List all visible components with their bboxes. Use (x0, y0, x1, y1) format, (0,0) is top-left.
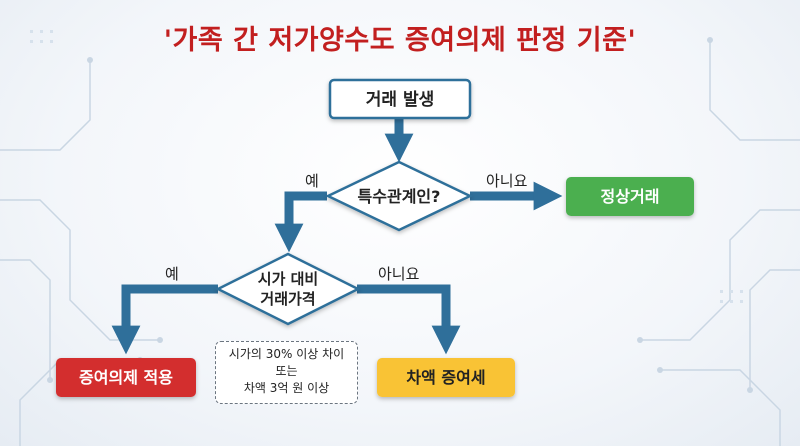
condition-note-line2: 또는 (275, 364, 298, 378)
normal-transaction-node: 정상거래 (566, 177, 694, 216)
normal-transaction-label: 정상거래 (601, 187, 660, 206)
decision1-label: 특수관계인? (358, 187, 441, 206)
edge-decision1-yes (274, 191, 327, 253)
start-node-label: 거래 발생 (366, 90, 434, 110)
edge-label-decision1-yes: 예 (305, 172, 319, 190)
gift-applied-label: 증여의제 적용 (79, 368, 173, 387)
decision2-node: 시가 대비 거래가격 (215, 252, 361, 326)
decision2-label-line2: 거래가격 (260, 290, 315, 308)
edge-decision2-yes (111, 284, 218, 355)
condition-note-line1: 시가의 30% 이상 차이 (228, 347, 345, 361)
condition-note: 시가의 30% 이상 차이 또는 차액 3억 원 이상 (215, 341, 358, 404)
diagram-title: '가족 간 저가양수도 증여의제 판정 기준' (163, 25, 637, 56)
difference-tax-label: 차액 증여세 (406, 368, 485, 387)
decision1-node: 특수관계인? (325, 160, 473, 232)
difference-tax-node: 차액 증여세 (377, 358, 515, 397)
start-node: 거래 발생 (328, 78, 472, 120)
gift-applied-node: 증여의제 적용 (56, 358, 196, 397)
condition-note-line3: 차액 3억 원 이상 (243, 381, 330, 395)
edge-label-decision1-no: 아니요 (486, 172, 528, 190)
edge-decision2-no (357, 284, 461, 355)
decision2-label-line1: 시가 대비 (258, 270, 318, 288)
edge-label-decision2-no: 아니요 (378, 265, 420, 283)
edge-label-decision2-yes: 예 (165, 265, 179, 283)
